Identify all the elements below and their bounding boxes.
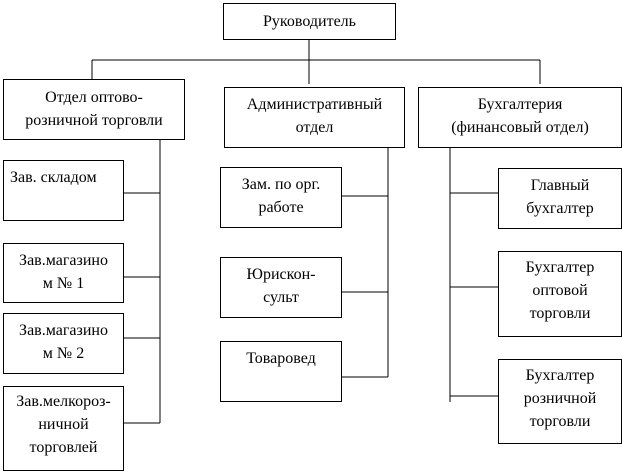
node-accounting-dept: Бухгалтерия (финансовый отдел) — [418, 87, 622, 148]
node-wholesale-retail-dept: Отдел оптово- розничной торговли — [3, 79, 185, 140]
node-label: Юрискон- — [246, 266, 316, 283]
node-label: розничной торговли — [25, 112, 163, 129]
node-label: м № 2 — [42, 345, 85, 362]
node-label: Товаровед — [246, 350, 316, 367]
node-label: Бухгалтер — [525, 367, 595, 384]
node-retail-accountant: Бухгалтер розничной торговли — [498, 359, 622, 444]
node-label: Зам. по орг. — [241, 176, 321, 193]
node-deputy-org: Зам. по орг. работе — [220, 167, 342, 228]
node-label: работе — [258, 199, 304, 216]
node-label: Бухгалтерия — [477, 96, 563, 113]
node-wholesale-accountant: Бухгалтер оптовой торговли — [498, 251, 622, 337]
node-small-retail-head: Зав.мелкороз- ничной торговлей — [3, 386, 124, 471]
node-label: ничной — [38, 416, 89, 433]
node-label: оптовой — [532, 282, 588, 299]
node-label: Зав.магазино — [19, 322, 108, 339]
node-warehouse-head: Зав. складом — [3, 160, 124, 221]
node-label: (финансовый отдел) — [451, 119, 589, 136]
node-legal-adviser: Юрискон- сульт — [220, 257, 342, 318]
node-label: сульт — [263, 289, 299, 306]
node-merchandiser: Товаровед — [220, 341, 342, 402]
node-store-2-head: Зав.магазино м № 2 — [3, 313, 124, 374]
node-chief-accountant: Главный бухгалтер — [498, 168, 622, 229]
node-label: Руководитель — [263, 13, 356, 30]
node-label: Бухгалтер — [525, 259, 595, 276]
node-label: Главный — [530, 177, 590, 194]
node-label: Административный — [246, 96, 383, 113]
node-label: Зав. складом — [10, 169, 97, 186]
node-admin-dept: Административный отдел — [224, 87, 405, 148]
node-label: отдел — [295, 119, 334, 136]
node-label: бухгалтер — [526, 200, 594, 217]
node-label: торговли — [529, 305, 591, 322]
node-label: Зав.мелкороз- — [16, 393, 111, 410]
node-director: Руководитель — [223, 3, 396, 40]
node-label: м № 1 — [42, 275, 85, 292]
node-label: Отдел оптово- — [45, 89, 143, 106]
node-label: торговлей — [29, 439, 98, 456]
node-store-1-head: Зав.магазино м № 1 — [3, 243, 124, 303]
node-label: Зав.магазино — [19, 252, 108, 269]
node-label: розничной — [523, 390, 597, 407]
node-label: торговли — [529, 413, 591, 430]
